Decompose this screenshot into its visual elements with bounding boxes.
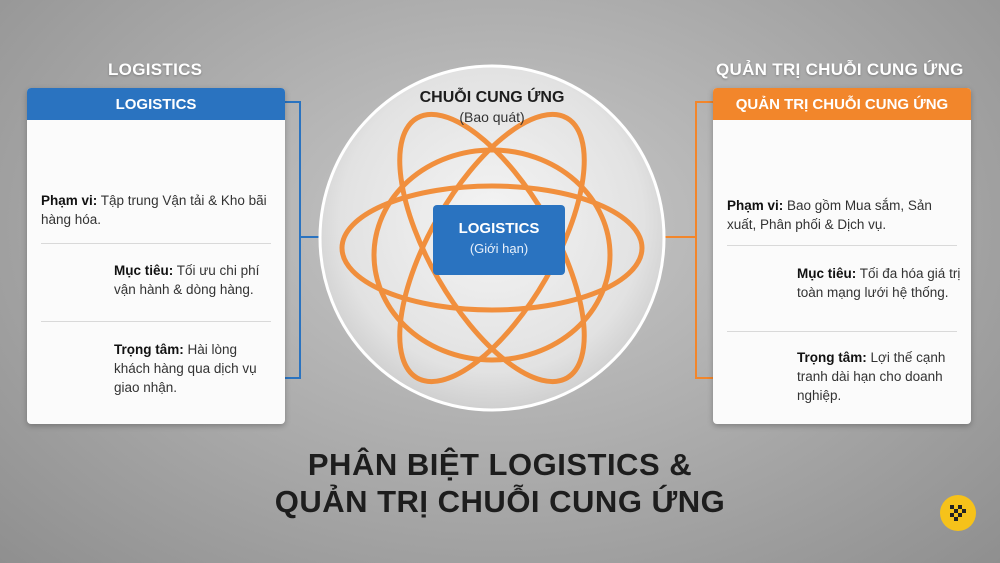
left-side-title: LOGISTICS	[108, 60, 203, 79]
right-side-title: QUẢN TRỊ CHUỖI CUNG ỨNG	[716, 60, 964, 79]
scm-goal: Mục tiêu: Tối đa hóa giá trị toàn mạng l…	[797, 264, 963, 302]
logistics-box-title: LOGISTICS	[458, 220, 540, 237]
logistics-focus: Trọng tâm: Hài lòng khách hàng qua dịch …	[114, 340, 274, 397]
logistics-card-header: LOGISTICS	[27, 88, 285, 120]
brand-logo-icon	[940, 495, 976, 531]
divider	[727, 331, 957, 332]
scm-scope: Phạm vi: Bao gồm Mua sắm, Sản xuất, Phân…	[727, 196, 963, 234]
logistics-box-subtitle: (Giới hạn)	[469, 241, 529, 256]
scope-label: Phạm vi:	[41, 193, 98, 208]
logistics-scope: Phạm vi: Tập trung Vận tải & Kho bãi hàn…	[41, 191, 271, 229]
logistics-goal: Mục tiêu: Tối ưu chi phí vận hành & dòng…	[114, 261, 276, 299]
scm-card-header: QUẢN TRỊ CHUỖI CUNG ỨNG	[713, 88, 971, 120]
focus-text: Lợi thế cạnh tranh dài hạn cho doanh ngh…	[797, 350, 946, 403]
divider	[727, 245, 957, 246]
focus-text: Hài lòng khách hàng qua dịch vụ giao nhậ…	[114, 342, 257, 395]
scm-focus: Trọng tâm: Lợi thế cạnh tranh dài hạn ch…	[797, 348, 963, 405]
scope-label: Phạm vi:	[727, 198, 784, 213]
divider	[41, 243, 271, 244]
logistics-card: LOGISTICS Phạm vi: Tập trung Vận tải & K…	[27, 88, 285, 424]
logistics-box	[433, 205, 565, 275]
scope-text: Bao gồm Mua sắm, Sản xuất, Phân phối & D…	[727, 198, 932, 232]
supply-chain-subtitle: (Bao quát)	[459, 109, 525, 125]
main-title-line2: QUẢN TRỊ CHUỖI CUNG ỨNG	[274, 484, 726, 519]
main-title-line1: PHÂN BIỆT LOGISTICS &	[307, 447, 693, 482]
goal-label: Mục tiêu:	[114, 263, 174, 278]
goal-text: Tối ưu chi phí vận hành & dòng hàng.	[114, 263, 260, 297]
goal-label: Mục tiêu:	[797, 266, 857, 281]
goal-text: Tối đa hóa giá trị toàn mạng lưới hệ thố…	[797, 266, 961, 300]
scm-card: QUẢN TRỊ CHUỖI CUNG ỨNG Phạm vi: Bao gồm…	[713, 88, 971, 424]
scope-text: Tập trung Vận tải & Kho bãi hàng hóa.	[41, 193, 267, 227]
focus-label: Trọng tâm:	[114, 342, 184, 357]
divider	[41, 321, 271, 322]
supply-chain-title: CHUỖI CUNG ỨNG	[419, 89, 565, 106]
focus-label: Trọng tâm:	[797, 350, 867, 365]
